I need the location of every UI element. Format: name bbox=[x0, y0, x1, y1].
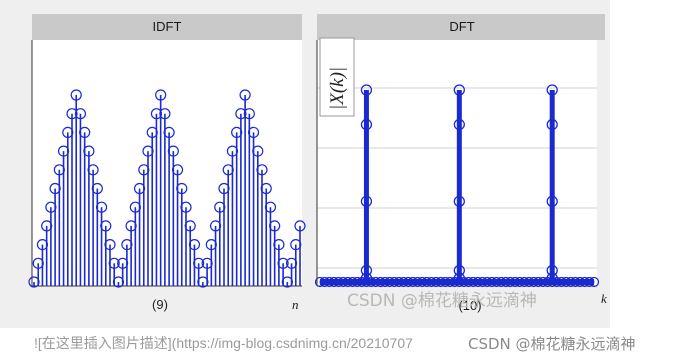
idft-marker bbox=[167, 145, 179, 157]
idft-marker bbox=[247, 126, 260, 138]
dft-stems bbox=[314, 84, 600, 288]
idft-marker bbox=[180, 201, 192, 213]
idft-marker bbox=[269, 220, 281, 232]
dft-spike-marker bbox=[360, 264, 373, 277]
idft-marker bbox=[256, 164, 268, 176]
dft-spike-marker bbox=[546, 264, 558, 277]
idft-marker bbox=[95, 201, 108, 213]
idft-marker bbox=[252, 145, 264, 157]
dft-caption: (10) bbox=[458, 298, 481, 313]
dft-ylabel-box bbox=[319, 37, 355, 117]
idft-marker bbox=[79, 126, 91, 138]
idft-marker bbox=[83, 145, 95, 157]
dft-title: DFT bbox=[449, 19, 474, 34]
csdn-watermark: CSDN @棉花糖永远滴神 bbox=[347, 291, 537, 311]
idft-marker bbox=[108, 257, 120, 269]
idft-marker bbox=[155, 89, 167, 101]
dft-spike-marker bbox=[360, 272, 373, 284]
idft-marker bbox=[294, 220, 306, 232]
dft-xlabel: k bbox=[601, 291, 607, 306]
dft-spike-marker bbox=[453, 118, 465, 131]
idft-caption: (9) bbox=[152, 297, 168, 312]
dft-spike-marker bbox=[546, 272, 558, 284]
dft-spike-marker bbox=[360, 118, 373, 131]
idft-marker bbox=[243, 108, 255, 120]
idft-marker bbox=[239, 89, 251, 101]
idft-marker bbox=[104, 239, 116, 251]
idft-marker bbox=[171, 164, 184, 176]
idft-marker bbox=[91, 182, 103, 195]
idft-marker bbox=[193, 257, 205, 269]
idft-marker bbox=[70, 89, 82, 101]
idft-marker bbox=[176, 182, 188, 195]
idft-panel: IDFT (9) n bbox=[28, 14, 306, 312]
idft-marker bbox=[87, 164, 99, 176]
idft-title-bar bbox=[32, 14, 302, 40]
dft-panel: DFT |X(k)| (10) k bbox=[314, 14, 607, 313]
idft-marker bbox=[188, 239, 201, 251]
idft-marker bbox=[163, 126, 175, 138]
idft-title: IDFT bbox=[153, 19, 182, 34]
dft-spike-marker bbox=[546, 84, 558, 96]
idft-marker bbox=[260, 182, 272, 195]
dft-marker bbox=[584, 276, 595, 288]
idft-xlabel: n bbox=[292, 297, 299, 312]
dft-spike-marker bbox=[546, 195, 558, 208]
dft-spike-marker bbox=[453, 195, 465, 208]
image-alt-link-text: ![在这里插入图片描述](https://img-blog.csdnimg.cn… bbox=[34, 335, 413, 351]
dft-spike-marker bbox=[360, 84, 373, 96]
dft-spike-marker bbox=[546, 118, 558, 131]
idft-marker bbox=[184, 220, 196, 232]
dft-title-bar bbox=[317, 14, 605, 40]
idft-marker bbox=[74, 108, 87, 120]
idft-stems bbox=[28, 89, 306, 288]
dft-spike-marker bbox=[453, 264, 465, 277]
idft-marker bbox=[100, 220, 112, 232]
idft-marker bbox=[159, 108, 171, 120]
dft-marker bbox=[588, 276, 600, 288]
idft-marker bbox=[273, 239, 285, 251]
dft-spike-marker bbox=[360, 195, 373, 208]
idft-marker bbox=[277, 257, 289, 269]
dft-ylabel: |X(k)| bbox=[327, 67, 348, 110]
dft-spike-marker bbox=[453, 272, 465, 284]
footer-watermark: CSDN @棉花糖永远滴神 bbox=[468, 335, 636, 353]
idft-marker bbox=[264, 201, 277, 213]
dft-spike-marker bbox=[453, 84, 465, 96]
